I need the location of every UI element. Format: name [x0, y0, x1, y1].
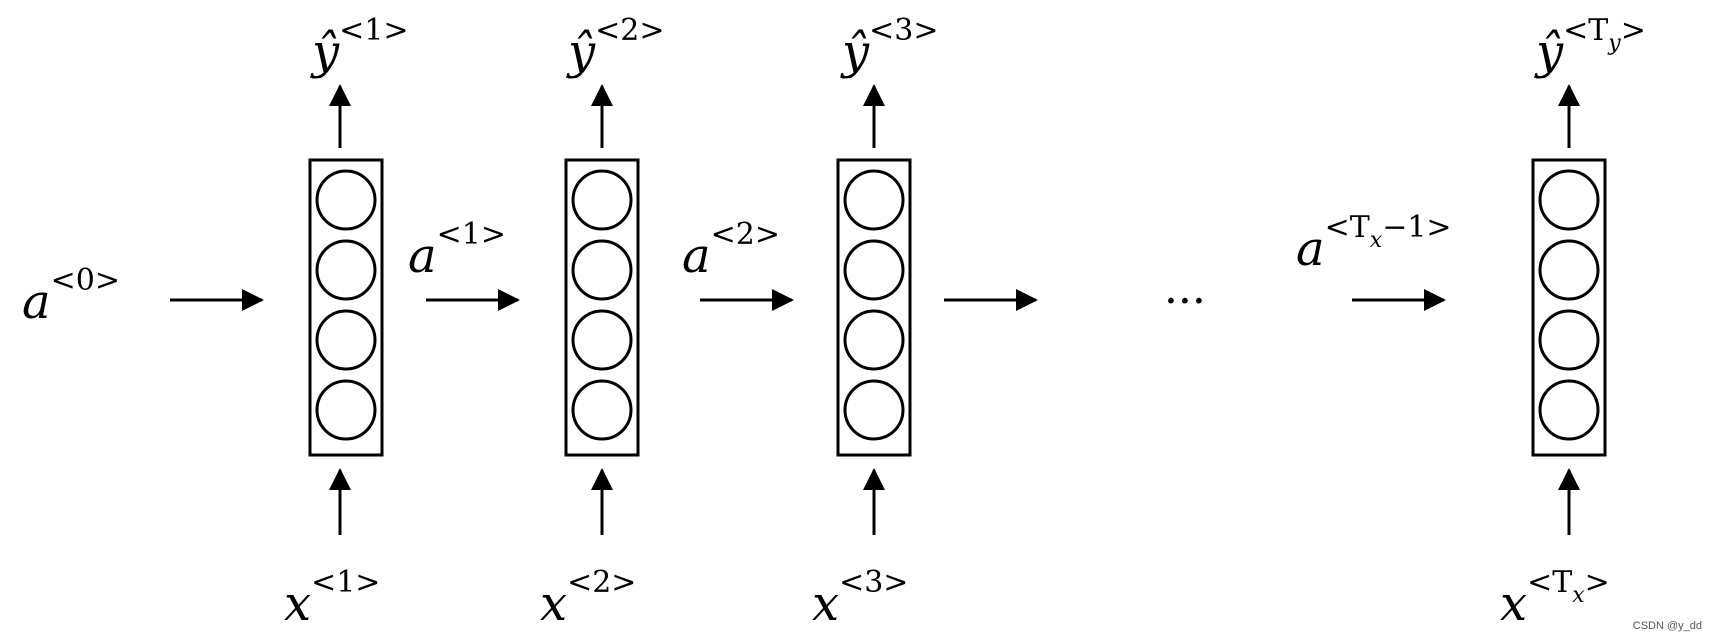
label-yhat-3: ŷ<3> — [840, 13, 939, 80]
rnn-unit-2 — [564, 158, 640, 457]
label-a0: a<0> — [22, 263, 120, 330]
label-a-tx-minus-1: a<Tx−1> — [1296, 210, 1452, 277]
label-x1: x<1> — [284, 565, 380, 632]
label-x-tx: x<Tx> — [1500, 565, 1610, 632]
rnn-unit-1 — [308, 158, 384, 457]
rnn-unit-3 — [836, 158, 912, 457]
rnn-unit-4 — [1531, 158, 1607, 457]
label-a2: a<2> — [682, 217, 780, 284]
label-x2: x<2> — [540, 565, 636, 632]
ellipsis: ··· — [1164, 276, 1206, 327]
label-a1: a<1> — [408, 217, 506, 284]
label-x3: x<3> — [812, 565, 908, 632]
label-yhat-ty: ŷ<Ty> — [1534, 13, 1646, 80]
label-yhat-1: ŷ<1> — [310, 13, 409, 80]
label-yhat-2: ŷ<2> — [566, 13, 665, 80]
watermark: CSDN @y_dd — [1632, 620, 1702, 632]
